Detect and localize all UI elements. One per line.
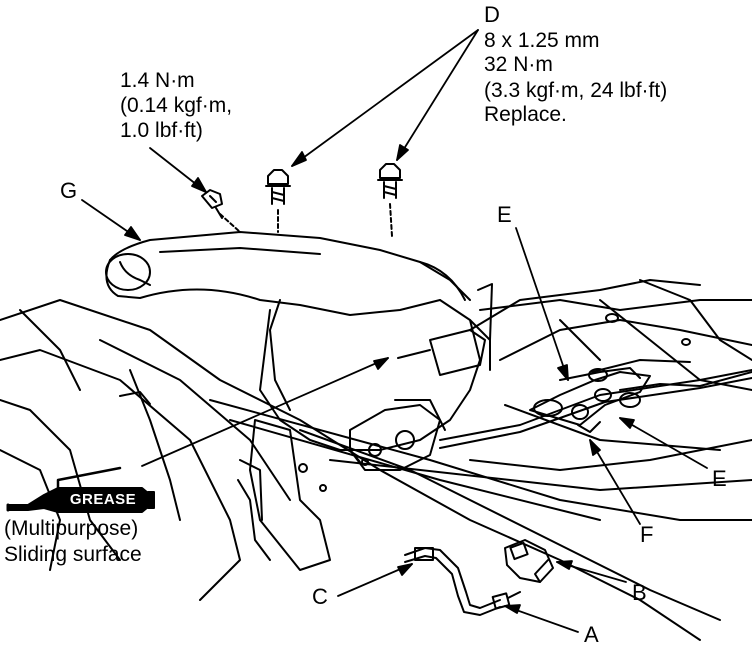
torque-d-value: 32 N·m	[484, 53, 553, 76]
grease-location: Sliding surface	[4, 543, 142, 566]
brake-switch	[504, 539, 554, 583]
callout-e-right: E	[712, 466, 727, 491]
torque-small-value: 1.4 N·m	[120, 69, 195, 92]
grease-tube-icon	[6, 466, 155, 513]
torque-d-note: Replace.	[484, 103, 567, 126]
callout-d: D	[484, 2, 500, 27]
parking-brake-lever	[105, 231, 752, 471]
callout-b: B	[632, 580, 647, 605]
torque-d-size: 8 x 1.25 mm	[484, 29, 600, 52]
leader-lines	[81, 29, 708, 633]
equalizer-assembly	[529, 359, 752, 433]
flange-bolt-icon	[265, 169, 291, 205]
torque-small-lbf: 1.0 lbf·ft)	[120, 119, 203, 142]
callout-c: C	[312, 584, 328, 609]
grease-tube-label: GREASE	[69, 491, 137, 508]
bolt-axis-line	[219, 203, 393, 237]
screw-icon	[201, 189, 223, 219]
callout-f: F	[640, 522, 654, 547]
callout-g: G	[60, 178, 78, 203]
callout-e-top: E	[497, 202, 512, 227]
torque-small-kgf: (0.14 kgf·m,	[120, 94, 233, 117]
console-bracket	[237, 419, 331, 571]
flange-bolt-icon	[377, 163, 403, 199]
torque-d-conversion: (3.3 kgf·m, 24 lbf·ft)	[484, 79, 668, 102]
grease-type: (Multipurpose)	[4, 517, 139, 540]
callout-a: A	[584, 622, 599, 647]
wire-harness	[404, 547, 521, 616]
